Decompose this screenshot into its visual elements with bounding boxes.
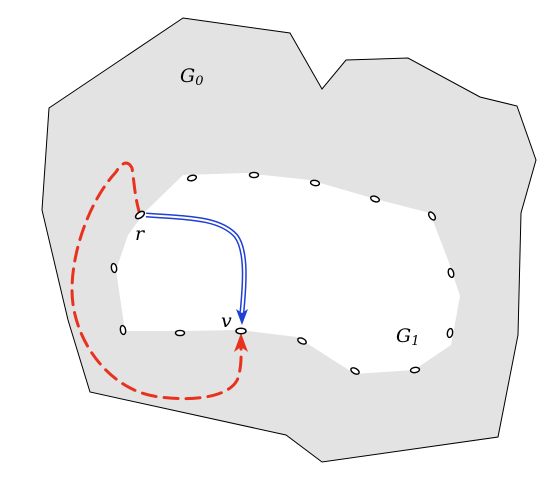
red-arrowhead <box>234 333 248 352</box>
vertex-marker <box>174 329 186 337</box>
blue-arrowhead <box>236 309 248 325</box>
vertex-marker <box>309 179 321 187</box>
vertex-marker <box>427 211 437 221</box>
vertex-marker <box>350 367 360 375</box>
boundary-vertices <box>110 171 455 375</box>
vertex-r <box>134 210 146 220</box>
red-dashed-path <box>70 161 243 401</box>
inner-hole <box>116 173 460 374</box>
vertex-marker <box>446 327 454 339</box>
label-v: v <box>221 310 232 332</box>
label-r: r <box>135 223 146 245</box>
vertex-v <box>235 327 247 335</box>
vertex-marker <box>409 366 421 374</box>
vertex-marker <box>297 337 307 345</box>
label-g0: G0 <box>180 65 203 89</box>
vertex-marker <box>447 267 455 279</box>
blue-double-path <box>145 212 247 313</box>
vertex-marker <box>248 171 260 179</box>
label-g1: G1 <box>396 325 419 349</box>
vertex-marker <box>186 174 198 182</box>
vertex-marker <box>110 262 118 274</box>
vertex-marker <box>119 324 127 336</box>
vertex-marker <box>369 195 381 203</box>
